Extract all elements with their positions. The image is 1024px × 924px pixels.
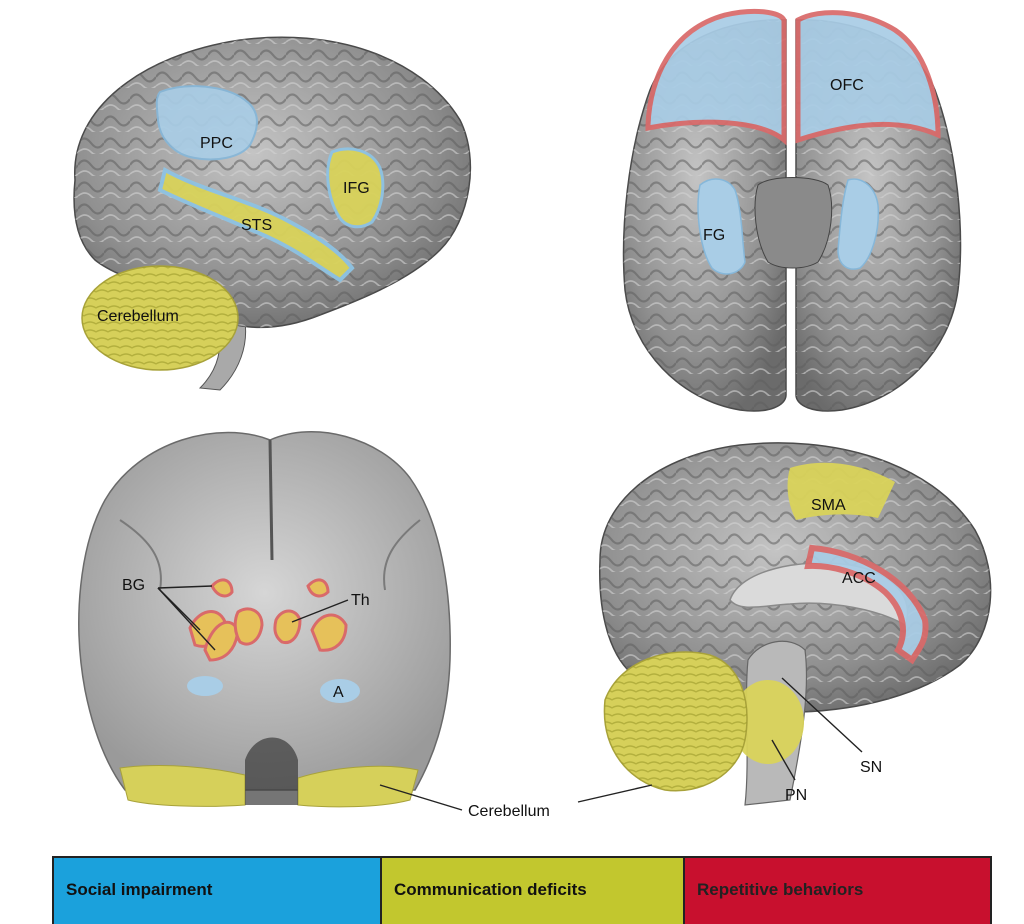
legend-social-label: Social impairment [66,880,212,900]
label-sma: SMA [811,497,846,514]
label-ofc: OFC [830,77,864,94]
legend-communication-label: Communication deficits [394,880,587,900]
coronal-thalamus-right [275,611,300,643]
leader-cerebellum-right [578,785,652,802]
label-ifg: IFG [343,180,370,197]
label-ppc: PPC [200,135,233,152]
coronal-bg-right-top [308,580,328,596]
ventral-view: OFC FG [624,11,961,411]
label-sn: SN [860,759,882,776]
label-th: Th [351,592,370,609]
label-bg: BG [122,577,145,594]
legend-repetitive-label: Repetitive behaviors [697,880,863,900]
legend-social: Social impairment [54,858,382,924]
legend-communication: Communication deficits [382,858,685,924]
coronal-cerebellum-left [120,766,245,807]
label-sts: STS [241,217,272,234]
label-fg: FG [703,227,725,244]
label-pn: PN [785,787,807,804]
label-a: A [333,684,344,701]
label-cerebellum-lateral: Cerebellum [97,308,179,325]
coronal-amygdala-left [187,676,223,696]
legend: Social impairment Communication deficits… [52,856,992,924]
sagittal-view: SMA ACC SN PN [600,443,991,805]
lateral-view: PPC IFG STS Cerebellum [74,37,470,390]
coronal-thalamus-left [235,609,262,644]
coronal-slice [79,432,450,790]
legend-repetitive: Repetitive behaviors [685,858,990,924]
label-acc: ACC [842,570,876,587]
ofc-right-region [798,13,938,140]
coronal-view: BG Th A [79,432,450,807]
ofc-left-region [648,11,784,140]
label-cerebellum-bottom: Cerebellum [468,803,550,820]
ventral-brainstem [755,178,832,269]
